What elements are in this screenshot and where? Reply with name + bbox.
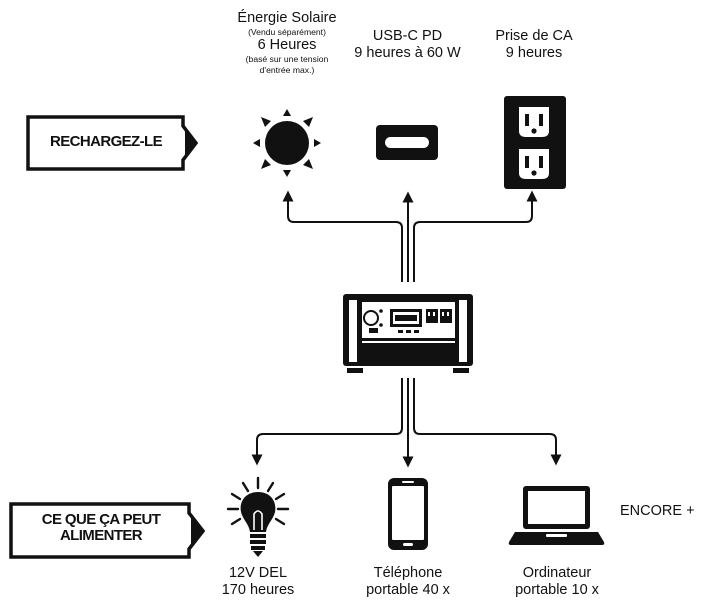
more-label: ENCORE + [620,503,695,519]
usbc-caption: USB-C PD 9 heures à 60 W [335,28,480,62]
charge-connectors [282,190,538,282]
power-connectors [251,378,562,468]
ac-title: Prise de CA [495,28,573,44]
smartphone-icon [388,478,428,550]
power-station-icon [343,294,473,373]
phone-line2: portable 40 x [366,582,450,599]
laptop-icon [508,486,605,545]
recharge-tag-label: RECHARGEZ-LE [50,133,163,150]
power-tag-label: CE QUE ÇA PEUT ALIMENTER [13,512,189,544]
phone-line1: Téléphone [373,565,443,581]
solar-caption: Énergie Solaire (Vendu séparément) 6 Heu… [205,10,369,75]
ac-caption: Prise de CA 9 heures [478,28,590,62]
led-line1: 12V DEL [228,565,288,581]
usb-c-port-icon [376,125,438,160]
solar-note: (Vendu séparément) [248,27,326,38]
phone-caption: Téléphone portable 40 x [344,565,472,599]
led-caption: 12V DEL 170 heures [198,565,318,599]
solar-detail-2: d'entrée max.) [259,64,315,75]
sun-icon [253,109,321,177]
usbc-time: 9 heures à 60 W [354,45,461,62]
laptop-caption: Ordinateur portable 10 x [494,565,620,599]
laptop-line2: portable 10 x [515,582,599,599]
solar-detail-1: (basé sur une tension [245,54,329,65]
power-tag-line2: ALIMENTER [59,527,143,544]
light-bulb-icon [226,476,290,557]
power-tag-box [9,502,206,559]
recharge-tag-box [26,115,199,171]
laptop-line1: Ordinateur [522,565,592,581]
power-tag-line1: CE QUE ÇA PEUT [41,511,161,528]
ac-outlet-icon [504,96,566,189]
led-line2: 170 heures [221,582,295,599]
solar-time: 6 Heures [257,37,317,54]
usbc-title: USB-C PD [372,28,443,44]
solar-title: Énergie Solaire [237,10,337,26]
ac-time: 9 heures [505,45,563,62]
